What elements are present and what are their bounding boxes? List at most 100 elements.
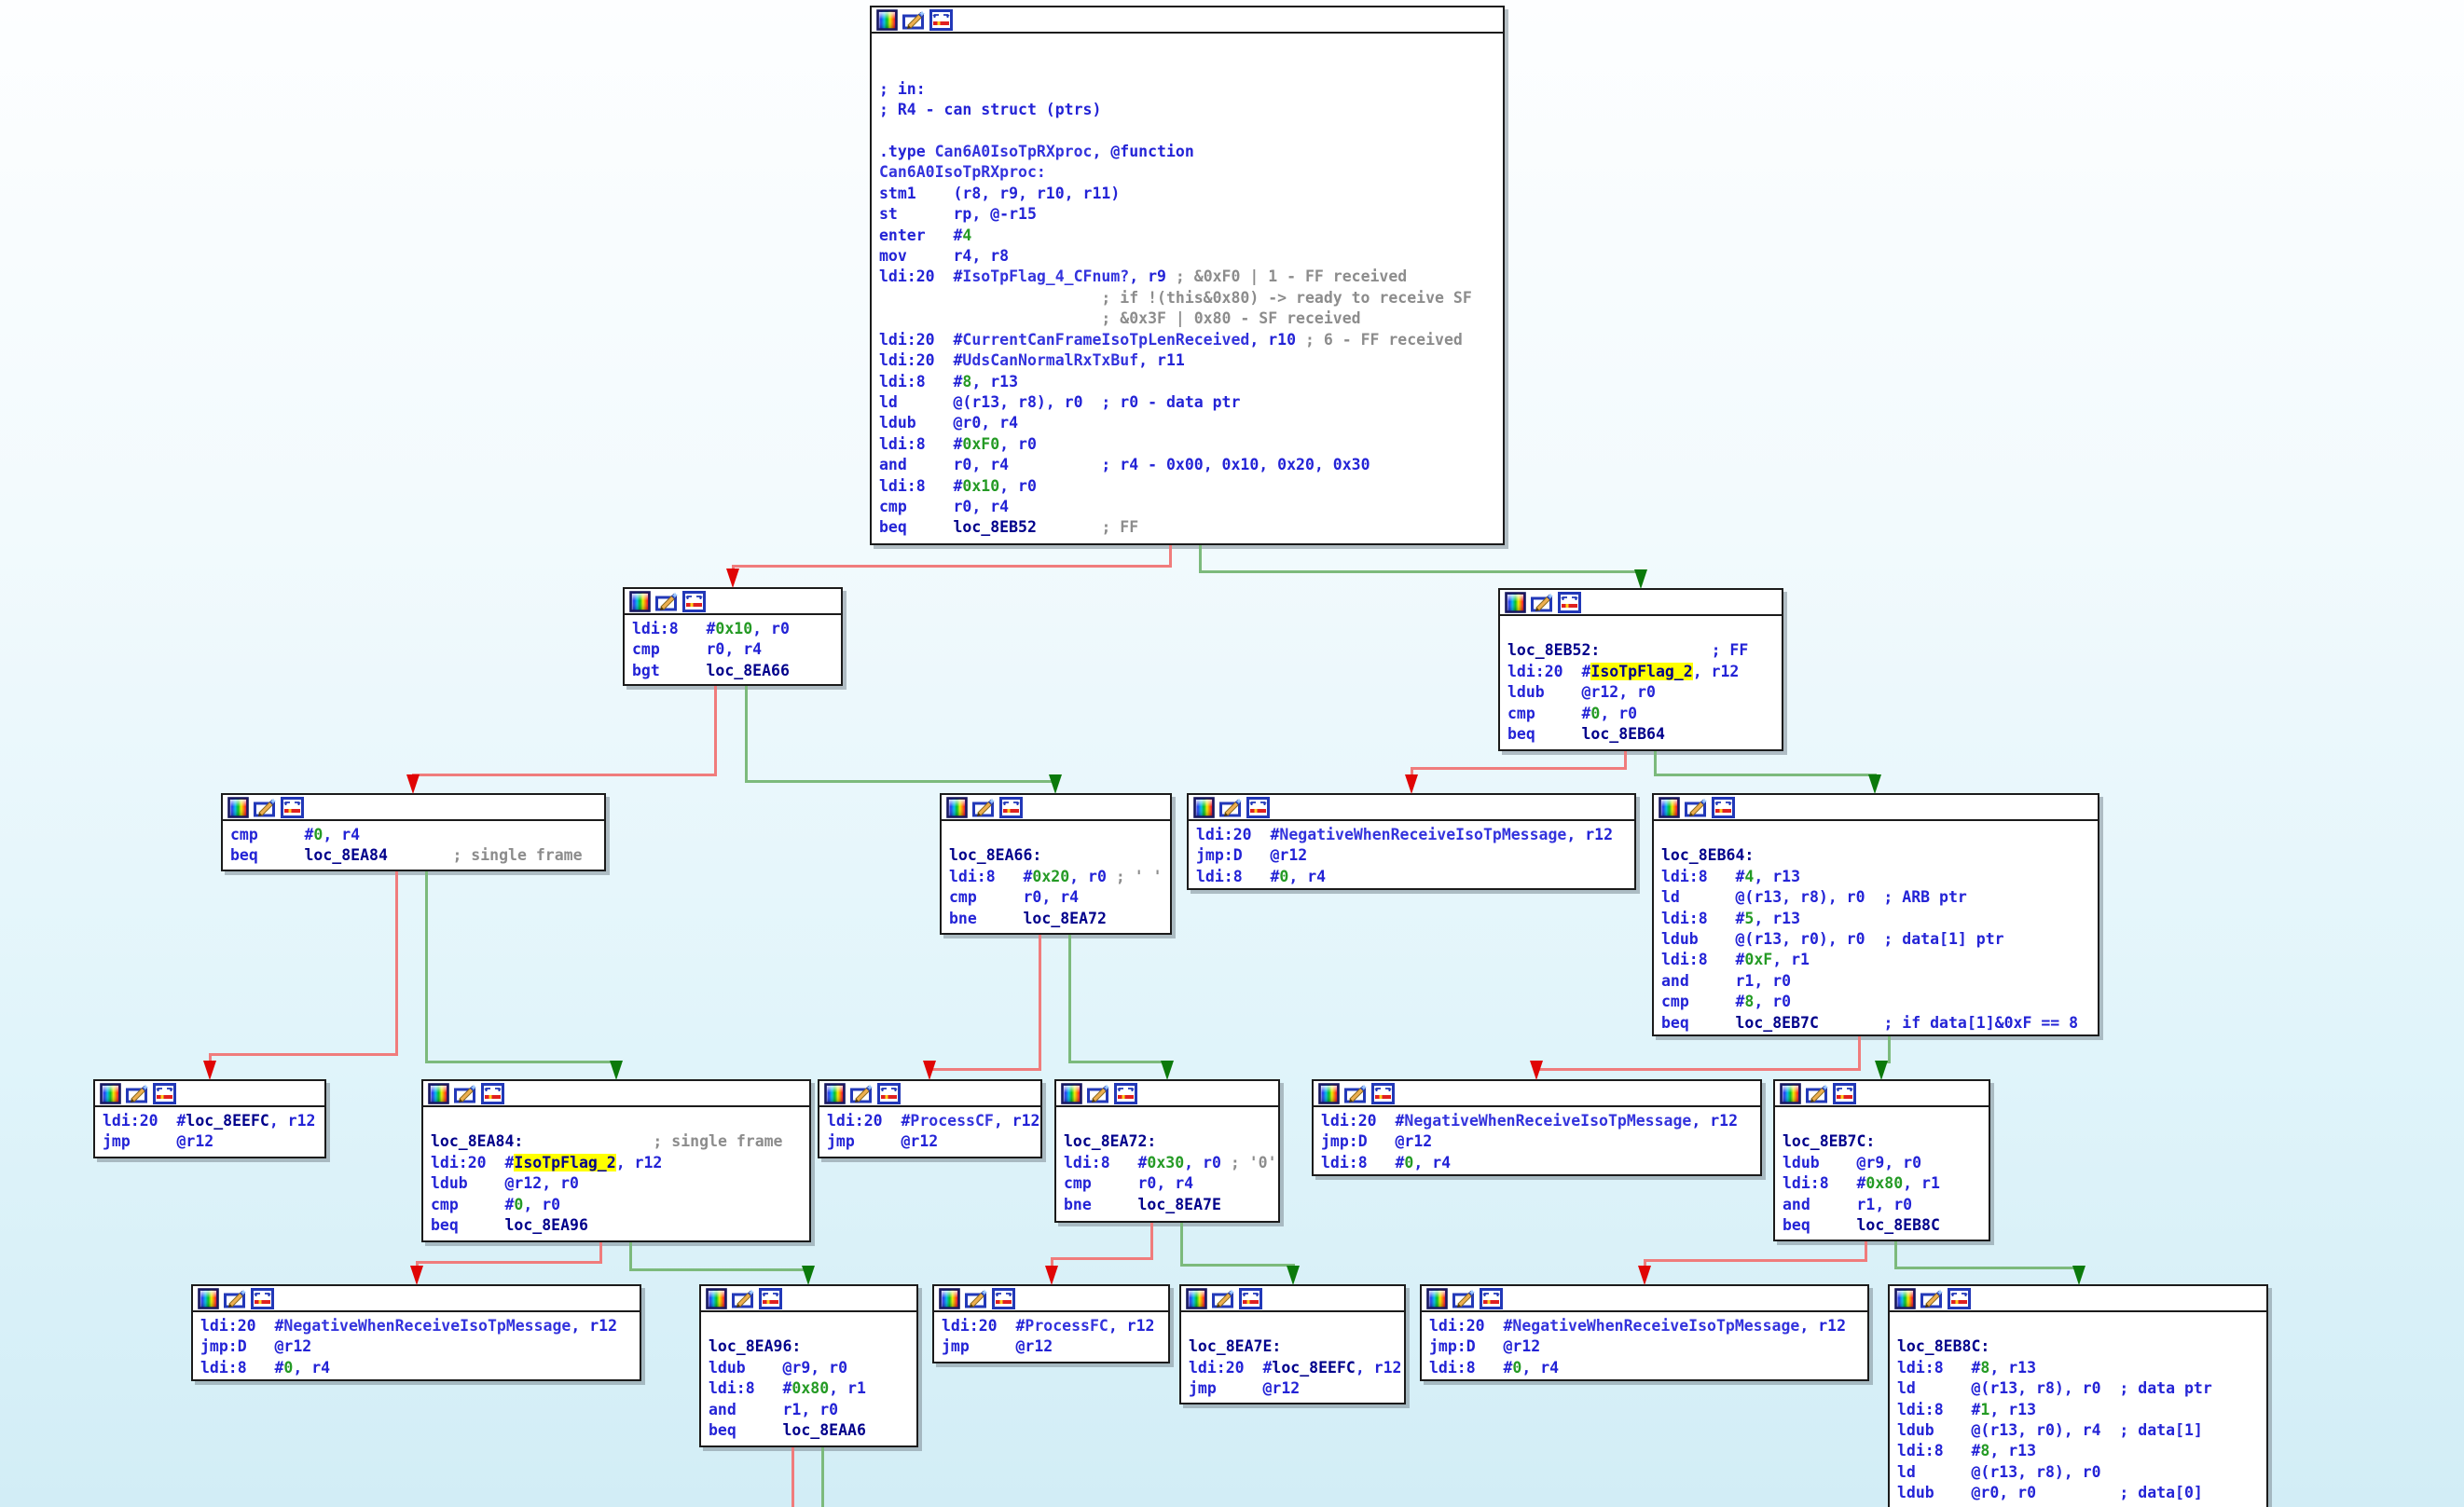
group-node-icon[interactable] xyxy=(929,8,953,31)
block-code: ; in:; R4 - can struct (ptrs) .type Can6… xyxy=(872,34,1503,539)
node-color-icon[interactable] xyxy=(938,1287,961,1309)
node-color-icon[interactable] xyxy=(1779,1082,1802,1104)
edge-green xyxy=(1653,773,1877,776)
node-color-icon[interactable] xyxy=(945,796,969,818)
node-color-icon[interactable] xyxy=(427,1082,450,1104)
node-color-icon[interactable] xyxy=(1504,591,1527,613)
edit-comment-icon[interactable] xyxy=(126,1083,149,1104)
code-line xyxy=(879,121,1503,142)
group-node-icon[interactable] xyxy=(1948,1287,1971,1309)
edge-red xyxy=(415,1260,602,1264)
group-node-icon[interactable] xyxy=(1833,1082,1856,1104)
code-line xyxy=(949,825,1170,845)
group-node-icon[interactable] xyxy=(1480,1287,1503,1309)
group-node-icon[interactable] xyxy=(1371,1082,1395,1104)
node-color-icon[interactable] xyxy=(1192,796,1216,818)
basic-block-neg1[interactable]: ldi:20 #NegativeWhenReceiveIsoTpMessage,… xyxy=(1187,793,1636,890)
node-color-icon[interactable] xyxy=(875,8,899,31)
block-titlebar xyxy=(1181,1286,1404,1312)
basic-block-neg2[interactable]: ldi:20 #NegativeWhenReceiveIsoTpMessage,… xyxy=(1312,1079,1762,1176)
edge-arrowhead-red xyxy=(1044,1266,1058,1285)
node-color-icon[interactable] xyxy=(1185,1287,1208,1309)
edit-comment-icon[interactable] xyxy=(850,1083,874,1104)
edit-comment-icon[interactable] xyxy=(224,1288,247,1309)
code-line: and r0, r4 ; r4 - 0x00, 0x10, 0x20, 0x30 xyxy=(879,456,1370,474)
node-color-icon[interactable] xyxy=(705,1287,728,1309)
edit-comment-icon[interactable] xyxy=(902,9,926,31)
group-node-icon[interactable] xyxy=(682,590,706,612)
code-line: ldub @r9, r0 xyxy=(1783,1153,1922,1171)
edit-comment-icon[interactable] xyxy=(1685,797,1708,818)
group-node-icon[interactable] xyxy=(481,1082,504,1104)
group-node-icon[interactable] xyxy=(153,1082,176,1104)
basic-block-loc_8EA72[interactable]: loc_8EA72:ldi:8 #0x30, r0 ; '0'cmp r0, r… xyxy=(1054,1079,1280,1223)
group-node-icon[interactable] xyxy=(281,796,304,818)
edge-arrowhead-green xyxy=(1048,774,1062,794)
group-node-icon[interactable] xyxy=(877,1082,901,1104)
edge-arrowhead-red xyxy=(1637,1266,1651,1285)
node-color-icon[interactable] xyxy=(1658,796,1681,818)
edit-comment-icon[interactable] xyxy=(454,1083,477,1104)
edge-green xyxy=(1893,1266,2081,1269)
node-color-icon[interactable] xyxy=(1060,1082,1083,1104)
node-color-icon[interactable] xyxy=(1317,1082,1341,1104)
code-line xyxy=(1783,1111,1989,1131)
edge-green xyxy=(1653,751,1657,776)
node-color-icon[interactable] xyxy=(197,1287,220,1309)
basic-block-neg4[interactable]: ldi:20 #NegativeWhenReceiveIsoTpMessage,… xyxy=(1420,1284,1869,1381)
edit-comment-icon[interactable] xyxy=(972,797,996,818)
code-line: ldi:8 #1, r13 xyxy=(1897,1400,2037,1418)
group-node-icon[interactable] xyxy=(759,1287,782,1309)
edit-comment-icon[interactable] xyxy=(1806,1083,1829,1104)
group-node-icon[interactable] xyxy=(1558,591,1581,613)
group-node-icon[interactable] xyxy=(992,1287,1015,1309)
node-color-icon[interactable] xyxy=(1893,1287,1917,1309)
node-color-icon[interactable] xyxy=(823,1082,847,1104)
edge-arrowhead-green xyxy=(609,1061,623,1080)
edit-comment-icon[interactable] xyxy=(1452,1288,1476,1309)
group-node-icon[interactable] xyxy=(1114,1082,1137,1104)
edit-comment-icon[interactable] xyxy=(1531,592,1554,613)
edit-comment-icon[interactable] xyxy=(1212,1288,1235,1309)
node-color-icon[interactable] xyxy=(628,590,652,612)
code-line xyxy=(1897,1316,2266,1336)
edit-comment-icon[interactable] xyxy=(254,797,277,818)
basic-block-neg3[interactable]: ldi:20 #NegativeWhenReceiveIsoTpMessage,… xyxy=(191,1284,641,1381)
group-node-icon[interactable] xyxy=(1246,796,1270,818)
code-line: loc_8EA7E: xyxy=(1189,1337,1282,1356)
node-color-icon[interactable] xyxy=(1425,1287,1449,1309)
group-node-icon[interactable] xyxy=(999,796,1023,818)
edit-comment-icon[interactable] xyxy=(965,1288,988,1309)
edit-comment-icon[interactable] xyxy=(1920,1288,1944,1309)
edit-comment-icon[interactable] xyxy=(732,1288,755,1309)
edit-comment-icon[interactable] xyxy=(1219,797,1243,818)
node-color-icon[interactable] xyxy=(227,796,250,818)
group-node-icon[interactable] xyxy=(1712,796,1735,818)
basic-block-entry[interactable]: ; in:; R4 - can struct (ptrs) .type Can6… xyxy=(870,6,1505,545)
group-node-icon[interactable] xyxy=(251,1287,274,1309)
node-color-icon[interactable] xyxy=(99,1082,122,1104)
edit-comment-icon[interactable] xyxy=(1087,1083,1110,1104)
code-line: ldub @r9, r0 xyxy=(709,1358,848,1377)
basic-block-loc_8EA66[interactable]: loc_8EA66:ldi:8 #0x20, r0 ; ' 'cmp r0, r… xyxy=(940,793,1172,935)
group-node-icon[interactable] xyxy=(1239,1287,1262,1309)
edit-comment-icon[interactable] xyxy=(1344,1083,1368,1104)
edit-comment-icon[interactable] xyxy=(655,591,679,612)
code-line: ldi:20 #ProcessCF, r12 xyxy=(827,1112,1040,1130)
